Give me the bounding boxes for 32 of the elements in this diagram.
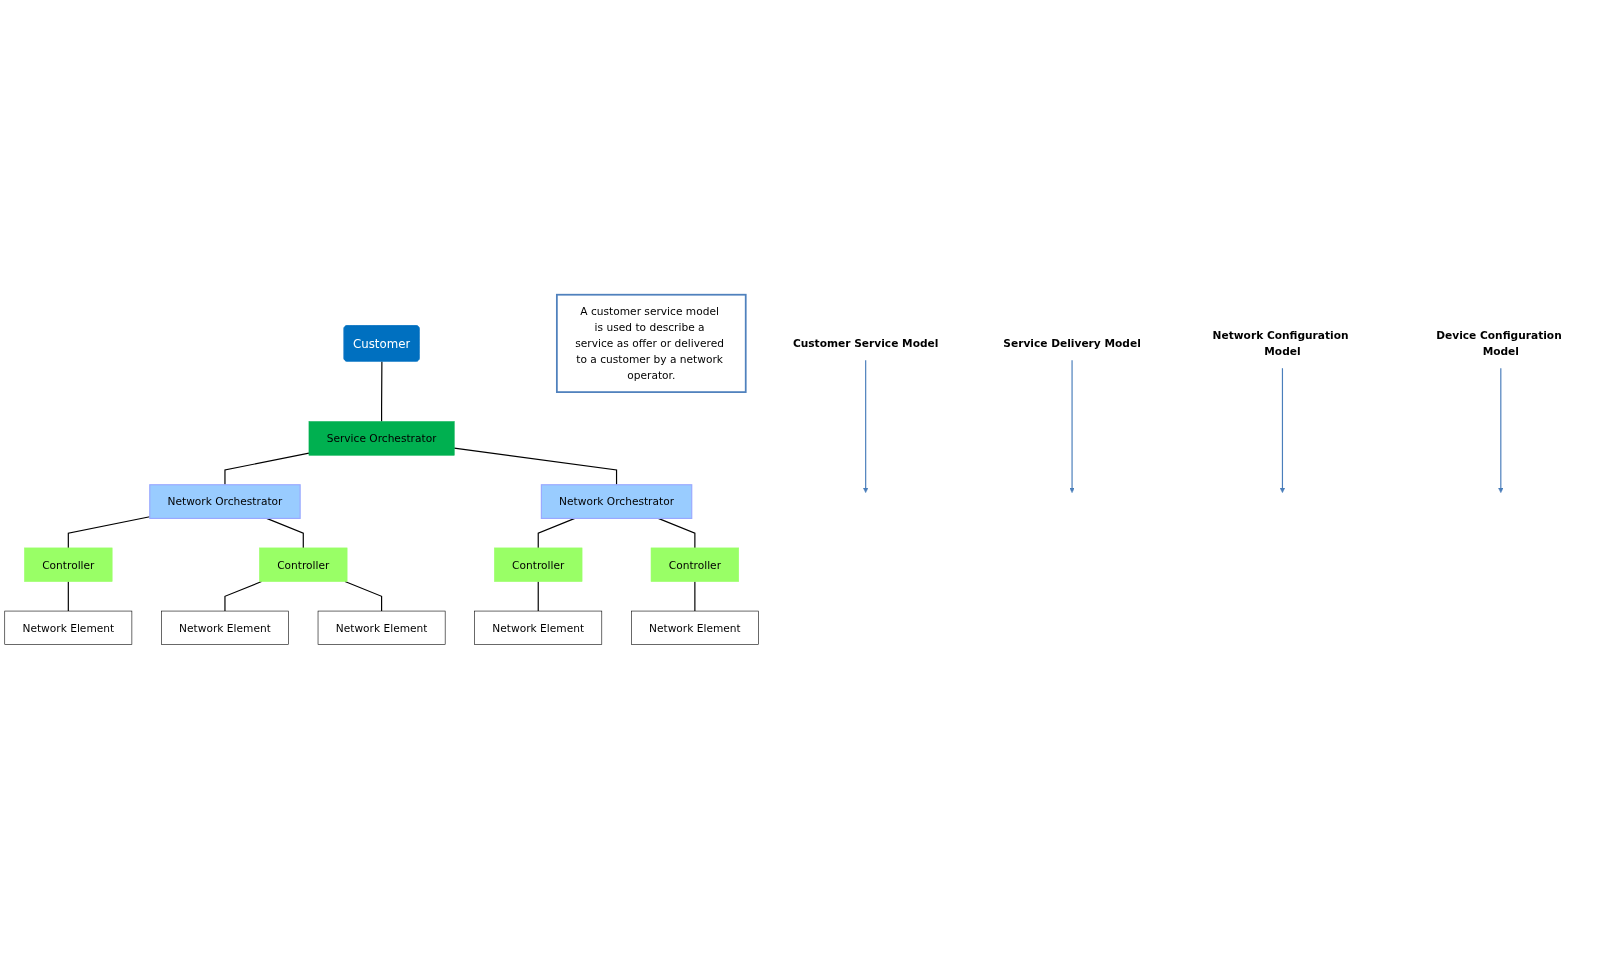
- node-box: Network Orchestrator: [540, 484, 693, 520]
- node-box: Controller: [24, 547, 113, 583]
- node-box: Controller: [650, 547, 739, 583]
- connector: [344, 581, 383, 612]
- node-box: Network Element: [4, 611, 133, 646]
- node-box: Service Orchestrator: [308, 421, 455, 456]
- connector: [694, 581, 696, 612]
- connector: [266, 518, 304, 549]
- node-box: Network Element: [317, 611, 446, 646]
- arrow: [1069, 359, 1075, 494]
- connector: [67, 516, 151, 549]
- node-box: Network Element: [631, 611, 759, 646]
- node-text: Device Configuration Model: [1436, 329, 1562, 358]
- node-box: Network Element: [474, 611, 603, 646]
- arrow: [863, 359, 869, 494]
- node-text: Customer Service Model: [792, 337, 939, 350]
- node-box: Network Element: [161, 611, 289, 646]
- node-box: Network Orchestrator: [149, 484, 301, 520]
- connector: [537, 518, 576, 549]
- connector: [657, 518, 696, 549]
- connector: [537, 581, 539, 612]
- connector: [224, 452, 310, 486]
- connector: [453, 447, 618, 486]
- node-box: Controller: [494, 547, 583, 583]
- node-box: A customer service model is used to describe a service as offer or delivered to a customer by a network operator.: [555, 294, 747, 394]
- arrow: [1498, 367, 1504, 494]
- connector: [381, 361, 383, 423]
- node-text: Network Configuration Model: [1212, 329, 1349, 358]
- node-text: Service Delivery Model: [1003, 337, 1141, 350]
- node-box: Controller: [259, 547, 348, 583]
- connector: [67, 581, 69, 612]
- arrow: [1279, 367, 1286, 494]
